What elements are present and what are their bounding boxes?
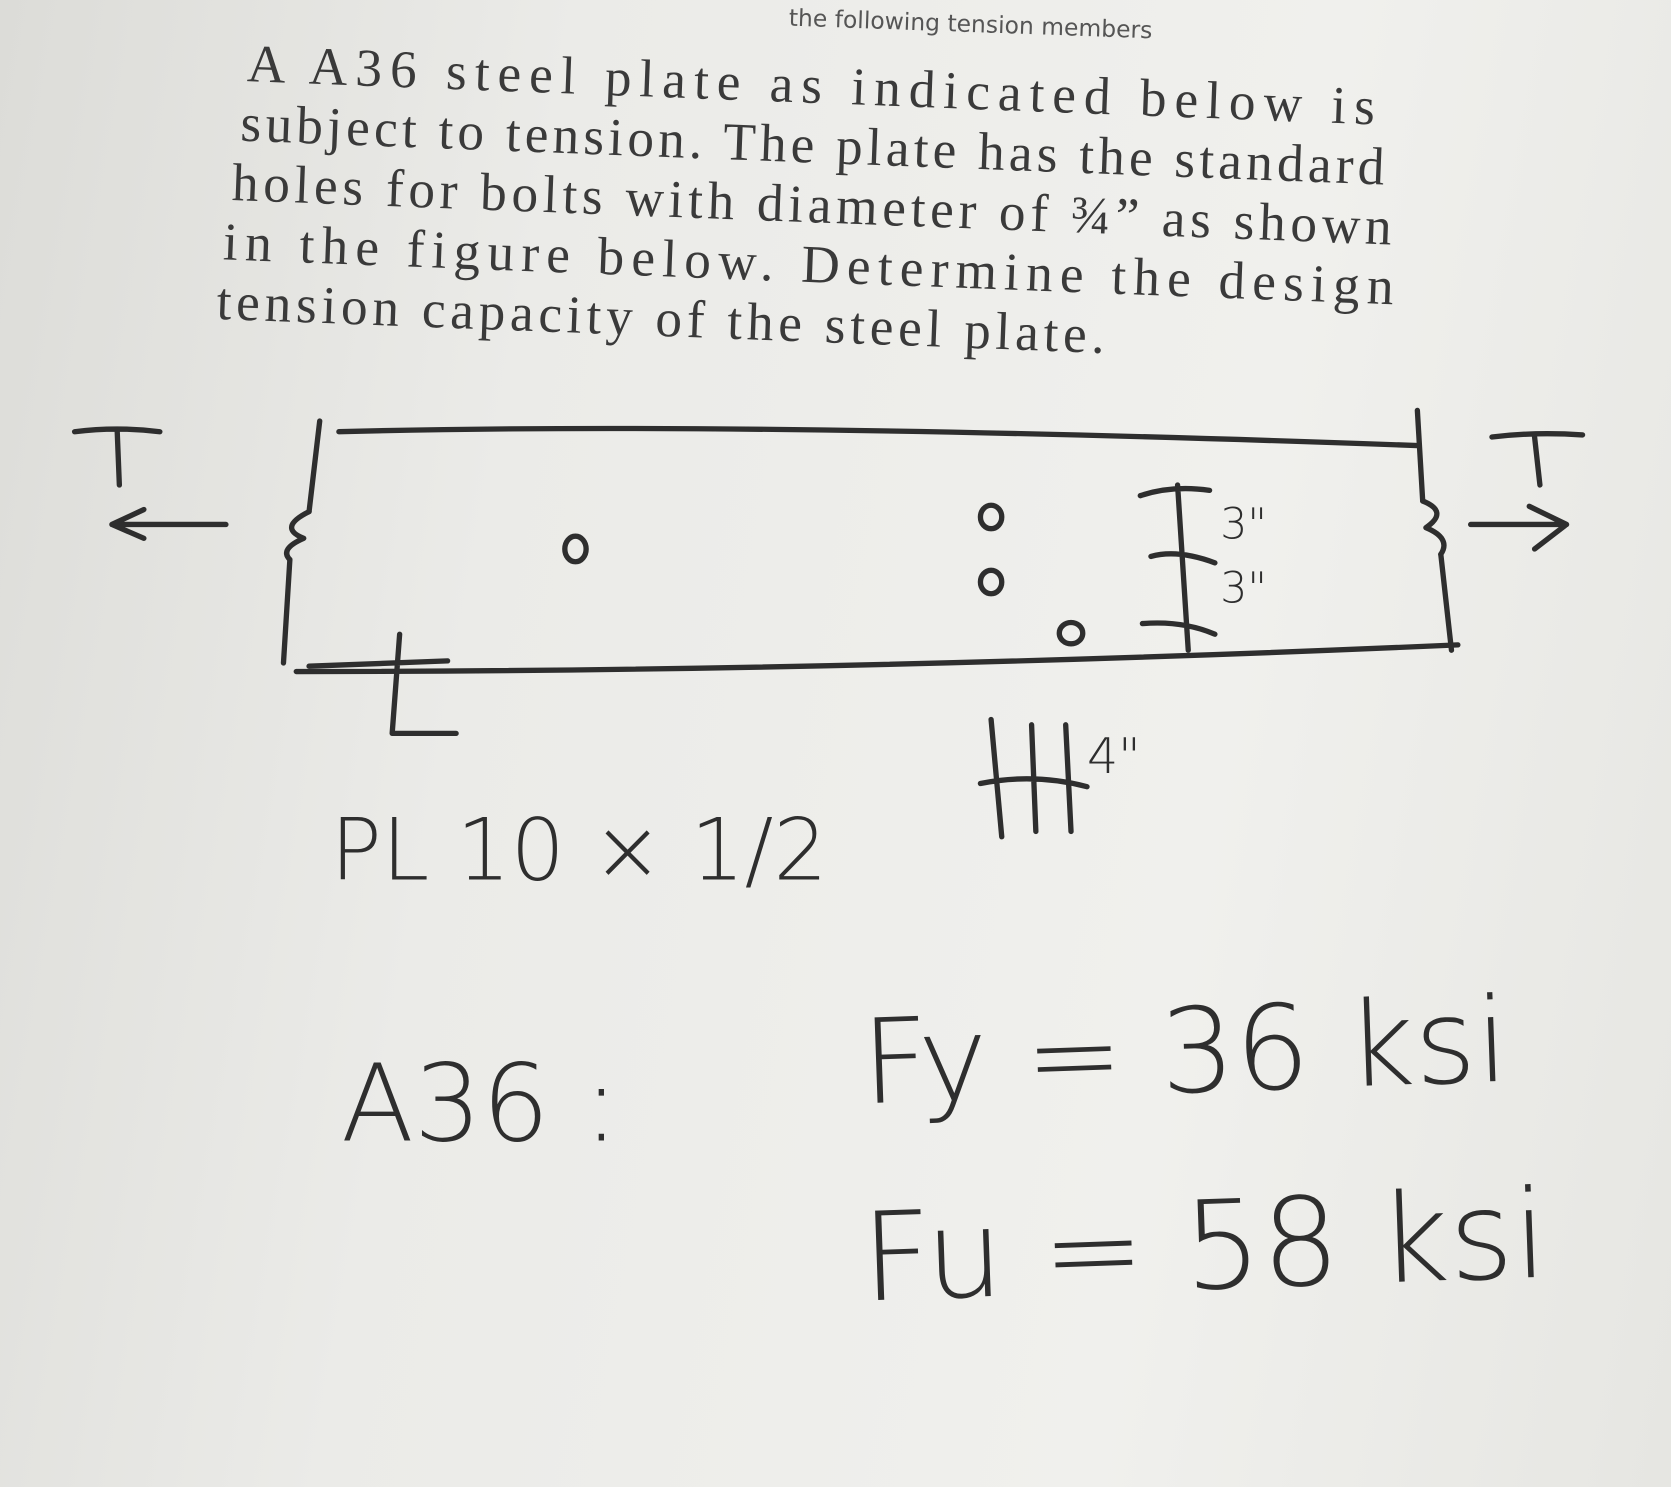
left-break-mark xyxy=(284,508,312,563)
spacing-label-1: 3" xyxy=(1220,499,1267,549)
quiz-header: the following tension members xyxy=(788,4,1153,45)
material-grade: A36 : xyxy=(341,1043,619,1167)
right-load-arrow xyxy=(1467,503,1570,552)
plate-drawing xyxy=(71,407,1586,840)
stagger-label: 4" xyxy=(1087,727,1141,785)
plate-end-mark xyxy=(306,631,459,737)
plate-top-edge xyxy=(336,425,1421,449)
right-load-T xyxy=(1489,431,1586,488)
plate-right-edge xyxy=(1414,407,1455,653)
left-load-arrow xyxy=(109,506,229,541)
plate-bottom-edge xyxy=(293,642,1461,675)
stagger-dimension-line xyxy=(977,716,1090,840)
yield-strength: Fy = 36 ksi xyxy=(859,972,1510,1132)
plate-size-label: PL 10 × 1/2 xyxy=(330,801,827,900)
ultimate-strength: Fu = 58 ksi xyxy=(859,1163,1549,1330)
bolt-hole-4 xyxy=(1056,619,1086,647)
right-break-mark xyxy=(1420,498,1447,557)
vertical-dimension-line xyxy=(1137,482,1218,653)
bolt-hole-1 xyxy=(562,533,589,565)
left-load-T xyxy=(71,426,163,488)
bolt-hole-3 xyxy=(977,567,1005,597)
spacing-label-2: 3" xyxy=(1220,563,1267,613)
bolt-hole-2 xyxy=(977,502,1005,532)
problem-statement: A A36 steel plate as indicated below is … xyxy=(216,34,1396,365)
plate-left-edge xyxy=(280,418,323,666)
